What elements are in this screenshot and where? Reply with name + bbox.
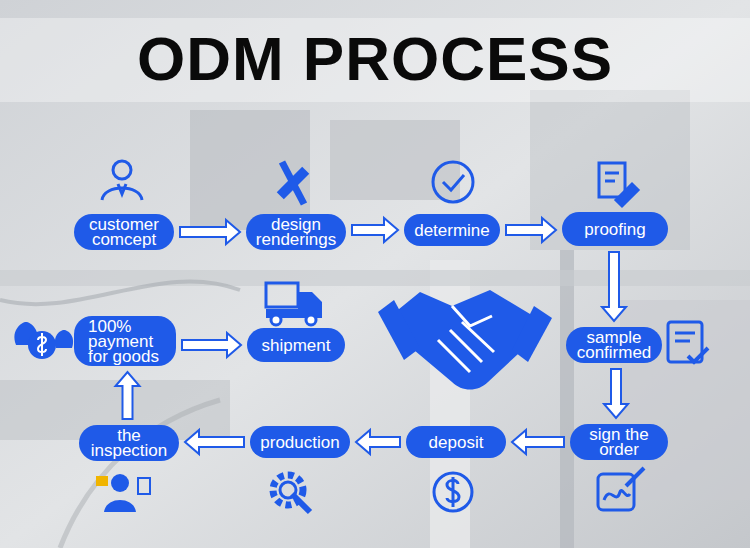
- arrow-shape: [356, 430, 400, 454]
- flow-arrow: [116, 372, 140, 419]
- flow-arrow: [512, 430, 564, 454]
- box-label: the inspection: [87, 428, 171, 458]
- process-box: shipment: [247, 328, 345, 362]
- box-label: sign the order: [578, 427, 660, 457]
- arrow-shape: [512, 430, 564, 454]
- signature-icon: [598, 468, 644, 510]
- process-box: customer comcept: [74, 214, 174, 250]
- flow-arrow: [602, 252, 626, 321]
- arrow-shape: [185, 430, 244, 454]
- pencil-ruler-icon: [277, 162, 310, 204]
- box-label: customer comcept: [82, 217, 166, 247]
- process-box: design renderings: [246, 214, 346, 250]
- document-icon: [599, 163, 638, 206]
- box-label: determine: [414, 223, 490, 238]
- document-check-icon: [668, 322, 708, 362]
- box-label: deposit: [429, 435, 484, 450]
- flow-arrow: [604, 369, 628, 418]
- process-box: the inspection: [79, 425, 179, 461]
- process-box: deposit: [406, 426, 506, 458]
- dollar-circle-icon: [434, 473, 472, 511]
- process-box: determine: [404, 214, 500, 246]
- money-bags-icon: [14, 322, 73, 359]
- process-box: sample confirmed: [566, 327, 662, 363]
- box-label: 100% payment for goods: [88, 319, 172, 364]
- flow-arrow: [182, 333, 241, 357]
- box-label: shipment: [262, 338, 331, 353]
- truck-icon: [266, 283, 322, 325]
- flow-arrow: [356, 430, 400, 454]
- arrow-shape: [182, 333, 241, 357]
- arrow-shape: [180, 220, 240, 244]
- gear-wrench-icon: [273, 475, 310, 512]
- arrow-shape: [116, 372, 140, 419]
- arrow-shape: [352, 218, 398, 242]
- process-box: proofing: [562, 212, 668, 246]
- arrow-shape: [604, 369, 628, 418]
- box-label: production: [260, 435, 339, 450]
- person-icon: [102, 161, 142, 200]
- flow-arrow: [352, 218, 398, 242]
- flow-arrow: [185, 430, 244, 454]
- arrow-shape: [506, 218, 556, 242]
- box-label: proofing: [584, 222, 645, 237]
- inspector-icon: [96, 474, 150, 512]
- flow-arrow: [180, 220, 240, 244]
- arrow-shape: [602, 252, 626, 321]
- process-box: production: [250, 426, 350, 458]
- process-box: sign the order: [570, 424, 668, 460]
- diagram-title: ODM PROCESS: [0, 22, 750, 96]
- handshake-icon: [378, 290, 552, 390]
- flow-arrow: [506, 218, 556, 242]
- box-label: design renderings: [254, 217, 338, 247]
- check-circle-icon: [433, 162, 473, 202]
- box-label: sample confirmed: [574, 330, 654, 360]
- process-box: 100% payment for goods: [74, 316, 176, 366]
